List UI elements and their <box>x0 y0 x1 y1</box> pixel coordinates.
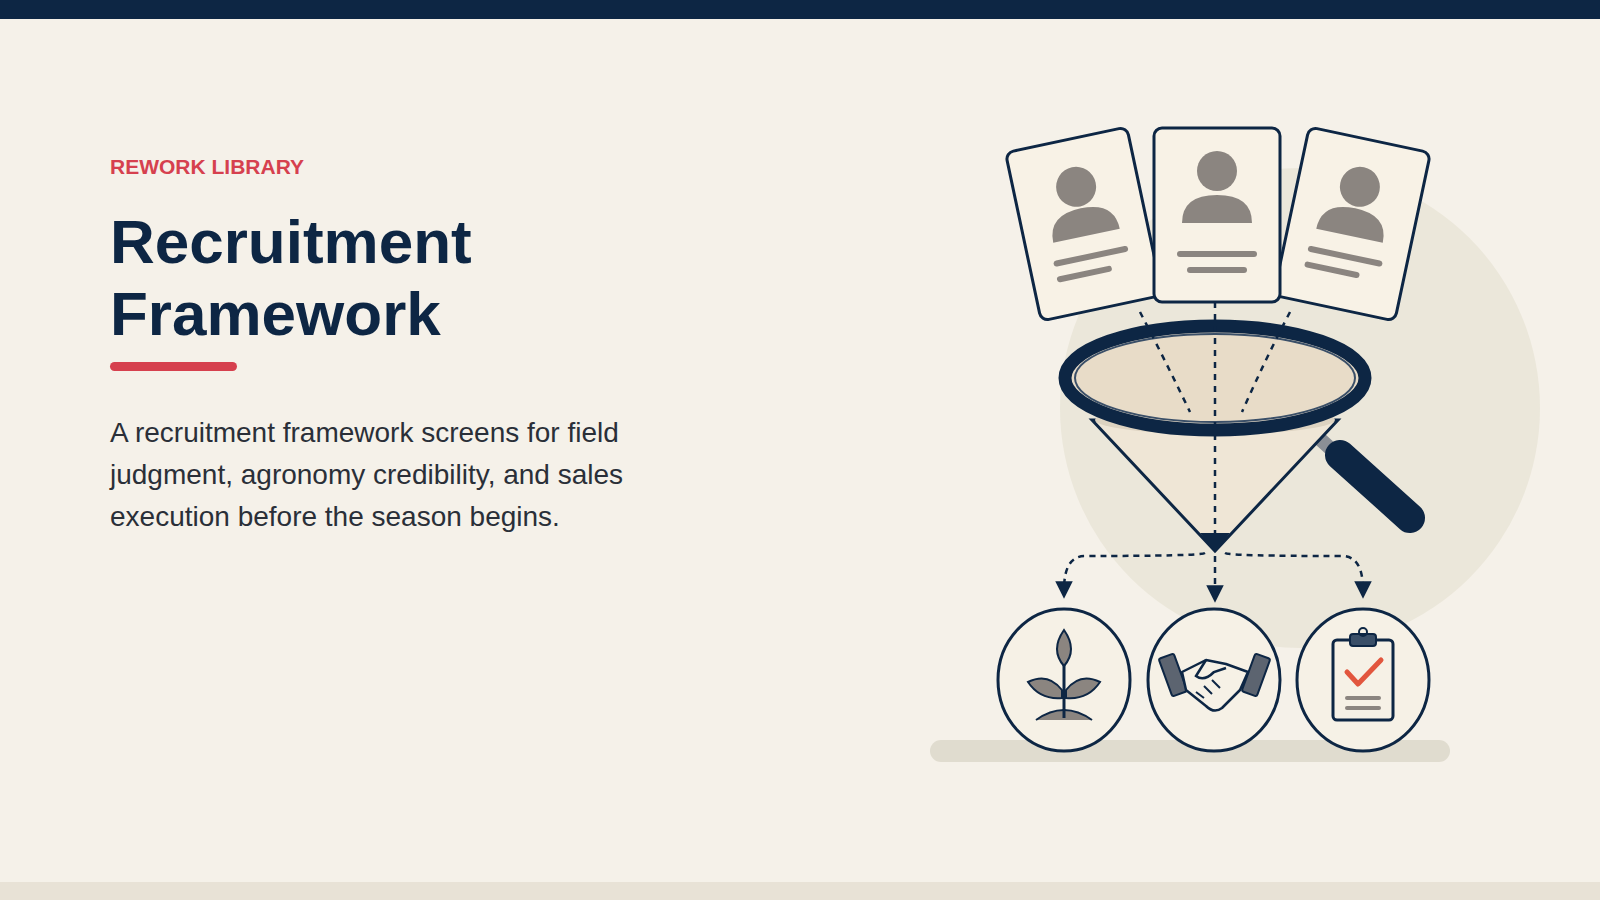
bottom-band <box>0 882 1600 900</box>
outcome-circle <box>998 609 1130 751</box>
body-text: A recruitment framework screens for fiel… <box>110 412 690 538</box>
page-title: Recruitment Framework <box>110 206 570 350</box>
funnel-tip <box>1200 533 1230 552</box>
outcome-circle <box>1148 609 1280 751</box>
flow-dashes <box>1140 302 1290 540</box>
top-bar <box>0 0 1600 19</box>
candidate-card <box>1005 127 1162 321</box>
candidate-card <box>1273 127 1430 321</box>
candidate-card <box>1154 128 1280 302</box>
outcome-circle <box>1297 609 1429 751</box>
branch-arrows <box>1064 553 1363 594</box>
eyebrow-label: REWORK LIBRARY <box>110 154 510 179</box>
title-underline <box>110 362 237 371</box>
magnifier-handle <box>1340 455 1410 518</box>
